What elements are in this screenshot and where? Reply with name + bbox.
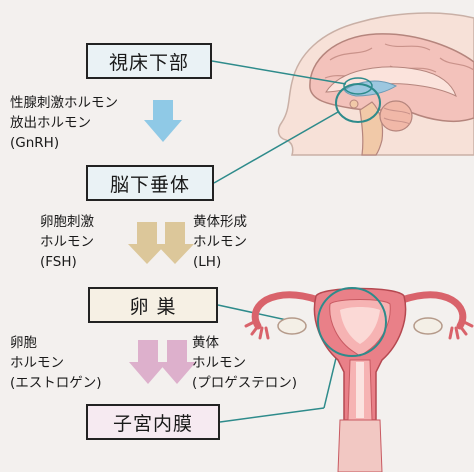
progesterone-label: 黄体 ホルモン (プロゲステロン) <box>192 333 297 393</box>
endometrium-connector <box>219 407 325 423</box>
left-ovary <box>277 317 307 335</box>
ovary-highlight <box>317 287 387 357</box>
uterus-illustration <box>244 287 474 472</box>
progesterone-line-2: ホルモン <box>192 355 246 371</box>
gnrh-line-3: (GnRH) <box>10 135 60 151</box>
arrow-lh <box>156 222 194 264</box>
arrow-gnrh <box>144 100 182 142</box>
fsh-line-2: ホルモン <box>40 234 94 250</box>
lh-line-2: ホルモン <box>193 234 247 250</box>
arrow-estrogen <box>129 340 167 384</box>
lh-line-3: (LH) <box>193 254 222 270</box>
gnrh-line-1: 性腺刺激ホルモン <box>10 95 118 111</box>
estrogen-line-1: 卵胞 <box>10 335 37 351</box>
endometrium-box: 子宮内膜 <box>86 404 220 440</box>
pituitary-highlight <box>335 83 381 123</box>
arrow-fsh <box>128 222 166 264</box>
hypothalamus-connector <box>211 60 347 85</box>
estrogen-line-2: ホルモン <box>10 355 64 371</box>
progesterone-line-3: (プロゲステロン) <box>192 375 298 391</box>
ovary-box: 卵 巣 <box>88 287 218 323</box>
pituitary-connector <box>213 111 339 184</box>
gnrh-label: 性腺刺激ホルモン 放出ホルモン (GnRH) <box>10 93 118 153</box>
hypothalamus-highlight <box>343 77 373 95</box>
arrow-progesterone <box>158 340 196 384</box>
lh-line-1: 黄体形成 <box>193 214 247 230</box>
fsh-label: 卵胞刺激 ホルモン (FSH) <box>40 212 94 272</box>
head-illustration <box>277 12 474 156</box>
hypothalamus-box: 視床下部 <box>86 43 212 79</box>
pituitary-box: 脳下垂体 <box>86 165 214 201</box>
fsh-line-1: 卵胞刺激 <box>40 214 94 230</box>
gnrh-line-2: 放出ホルモン <box>10 115 91 131</box>
right-ovary <box>413 317 443 335</box>
estrogen-line-3: (エストロゲン) <box>10 375 102 391</box>
fsh-line-3: (FSH) <box>40 254 77 270</box>
progesterone-line-1: 黄体 <box>192 335 219 351</box>
estrogen-label: 卵胞 ホルモン (エストロゲン) <box>10 333 102 393</box>
lh-label: 黄体形成 ホルモン (LH) <box>193 212 247 272</box>
